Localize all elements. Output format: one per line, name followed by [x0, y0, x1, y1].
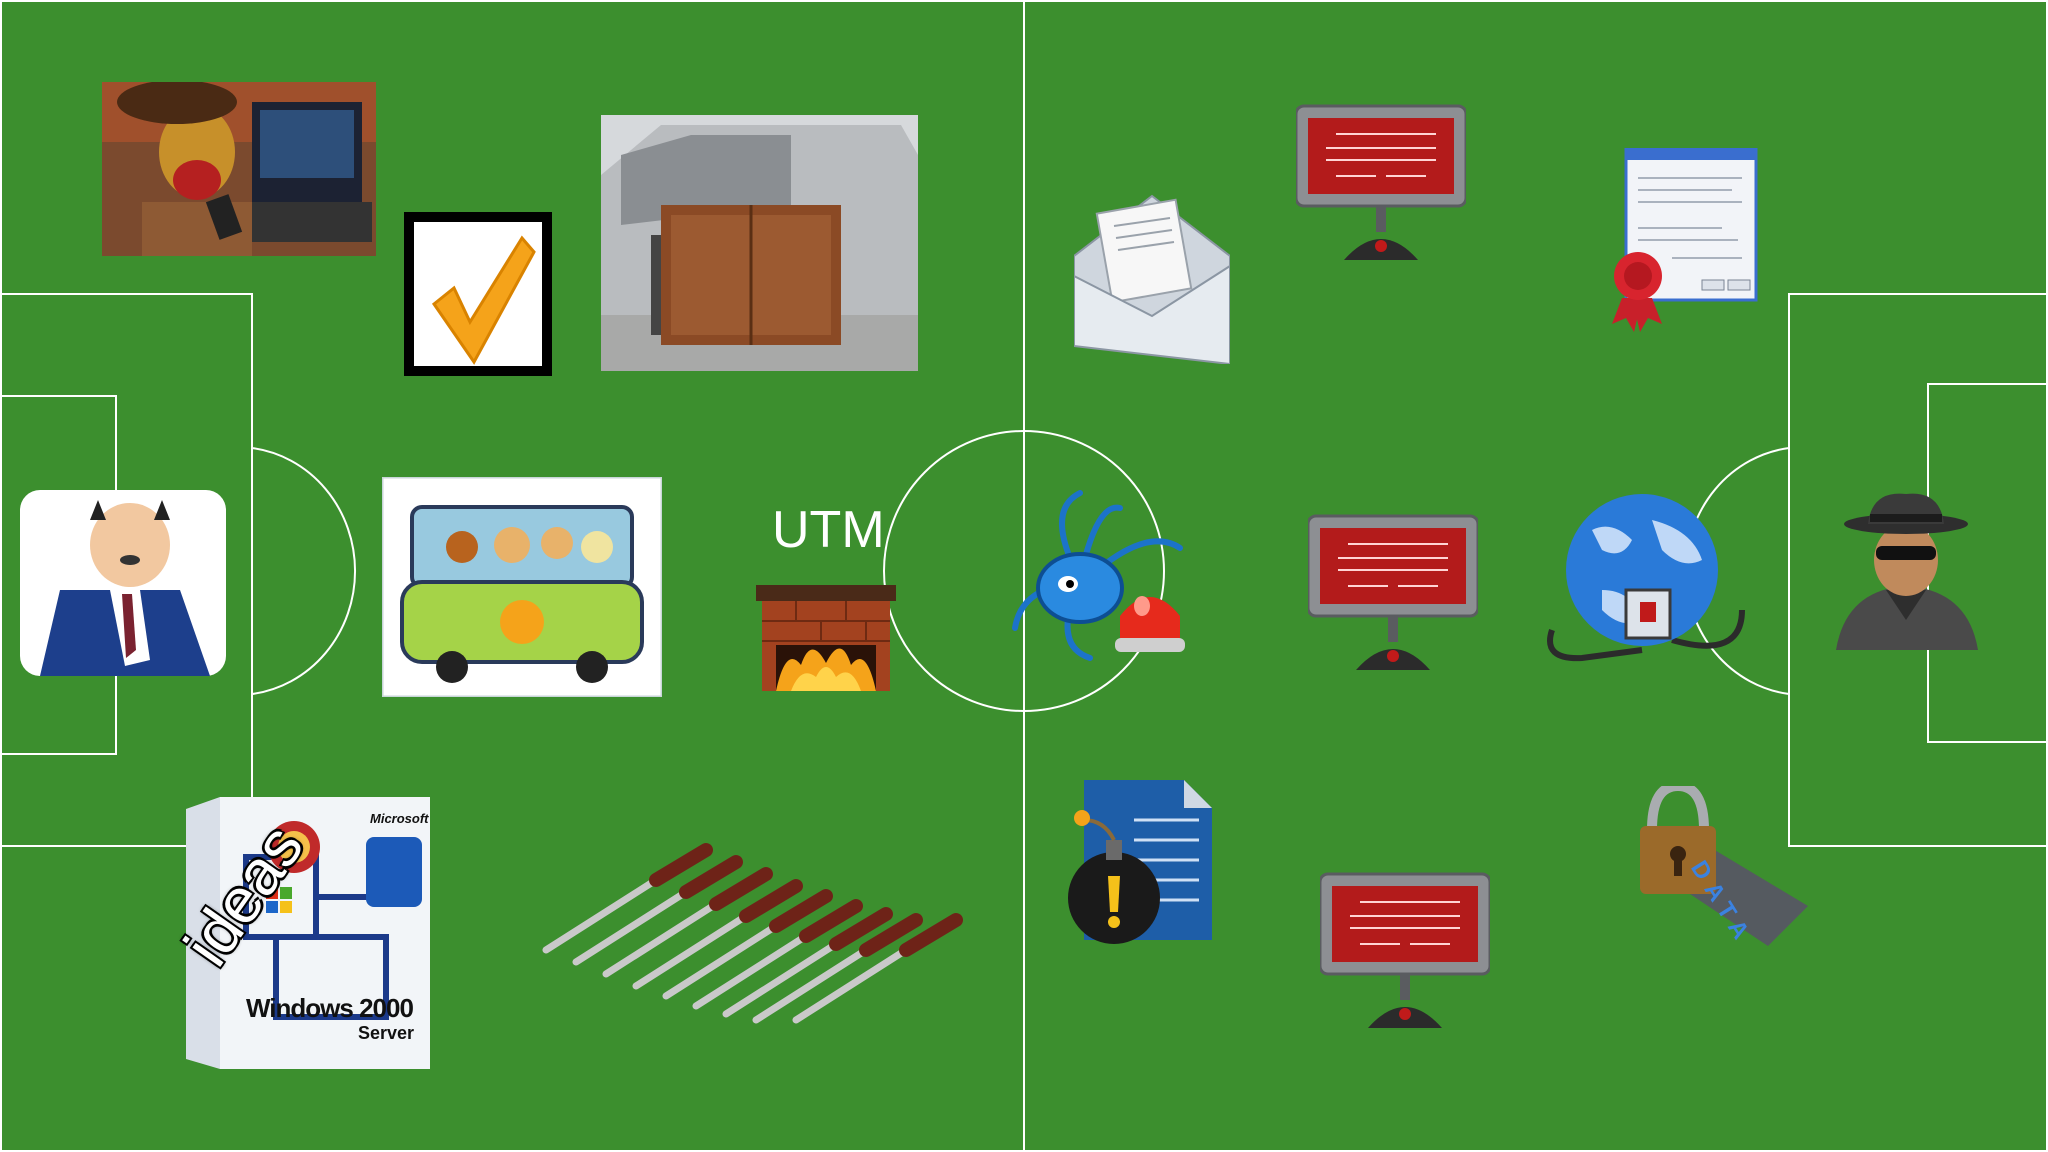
- bomb-document-icon: [1054, 780, 1212, 946]
- firewall-brick-icon: [756, 585, 896, 691]
- certificate-dialog-icon: [1612, 148, 1758, 332]
- box-product-label: Windows 2000: [246, 993, 414, 1023]
- utm-label: UTM: [772, 501, 885, 559]
- tribal-man-laptop-photo: [102, 82, 376, 256]
- businessman-cartoon: [20, 490, 226, 676]
- envelope-icon: [1074, 186, 1230, 364]
- spy-hacker-icon: [1826, 490, 1988, 650]
- windows-2000-server-box: Microsoft Windows 2000 Server: [186, 797, 430, 1069]
- car-wooden-door-photo: [601, 115, 918, 371]
- checkmark-icon: [404, 212, 552, 376]
- mystery-machine-van-image: [382, 477, 662, 697]
- alert-sign-icon: [1308, 510, 1478, 672]
- alert-sign-icon: [1296, 100, 1466, 262]
- globe-network-icon: [1542, 490, 1752, 680]
- alert-sign-icon: [1320, 868, 1490, 1030]
- box-brand-label: Microsoft: [370, 811, 429, 826]
- virus-alarm-icon: [1010, 488, 1192, 668]
- padlock-data-icon: DATA: [1638, 786, 1818, 951]
- box-edition-label: Server: [358, 1023, 415, 1043]
- chisel-set-image: [536, 840, 968, 1030]
